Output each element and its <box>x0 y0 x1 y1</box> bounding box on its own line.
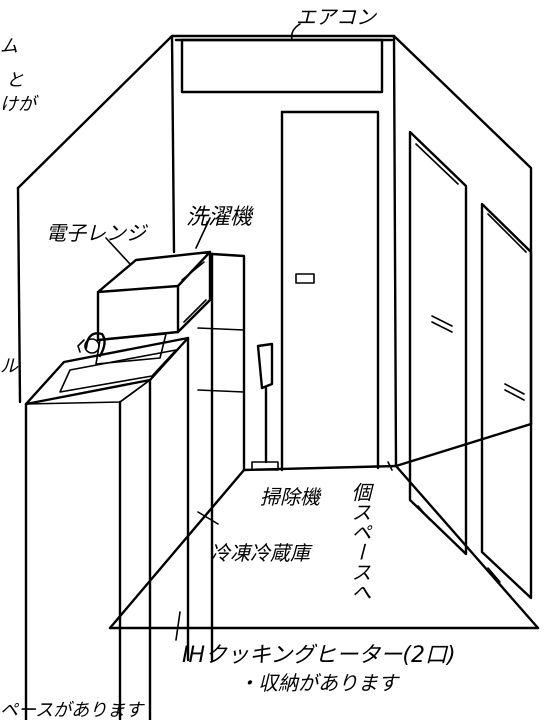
corridor-door <box>280 110 380 472</box>
edge-to-label: と <box>6 70 24 91</box>
room-walls <box>16 34 533 468</box>
vacuum <box>251 342 279 471</box>
kitchen-counter <box>24 336 190 720</box>
vacuum-label: 掃除機 <box>260 485 322 509</box>
storage-label: ・収納があります <box>238 671 400 695</box>
microwave <box>96 250 212 342</box>
leader-lines <box>105 23 501 641</box>
edge-kega-label: けが <box>0 94 39 115</box>
edge-ru-label: ル <box>0 356 19 377</box>
aircon-label: エアコン <box>296 5 377 29</box>
washer-label: 洗濯機 <box>186 205 254 230</box>
private-space-label: 個スペースへ <box>348 482 372 602</box>
corridor-floor <box>108 422 540 630</box>
microwave-label: 電子レンジ <box>46 221 149 245</box>
side-door-2 <box>480 202 533 600</box>
fridge-label: 冷凍冷蔵庫 <box>210 541 313 565</box>
edge-mu-label: ム <box>0 36 18 57</box>
washing-machine <box>197 252 246 662</box>
faucet <box>84 332 106 358</box>
aircon-unit <box>180 38 384 94</box>
bottom-edge-label: ペースがあります <box>0 700 145 720</box>
ih-heater-label: IHクッキングヒーター(2口) <box>182 643 456 668</box>
side-door-1 <box>408 130 468 556</box>
